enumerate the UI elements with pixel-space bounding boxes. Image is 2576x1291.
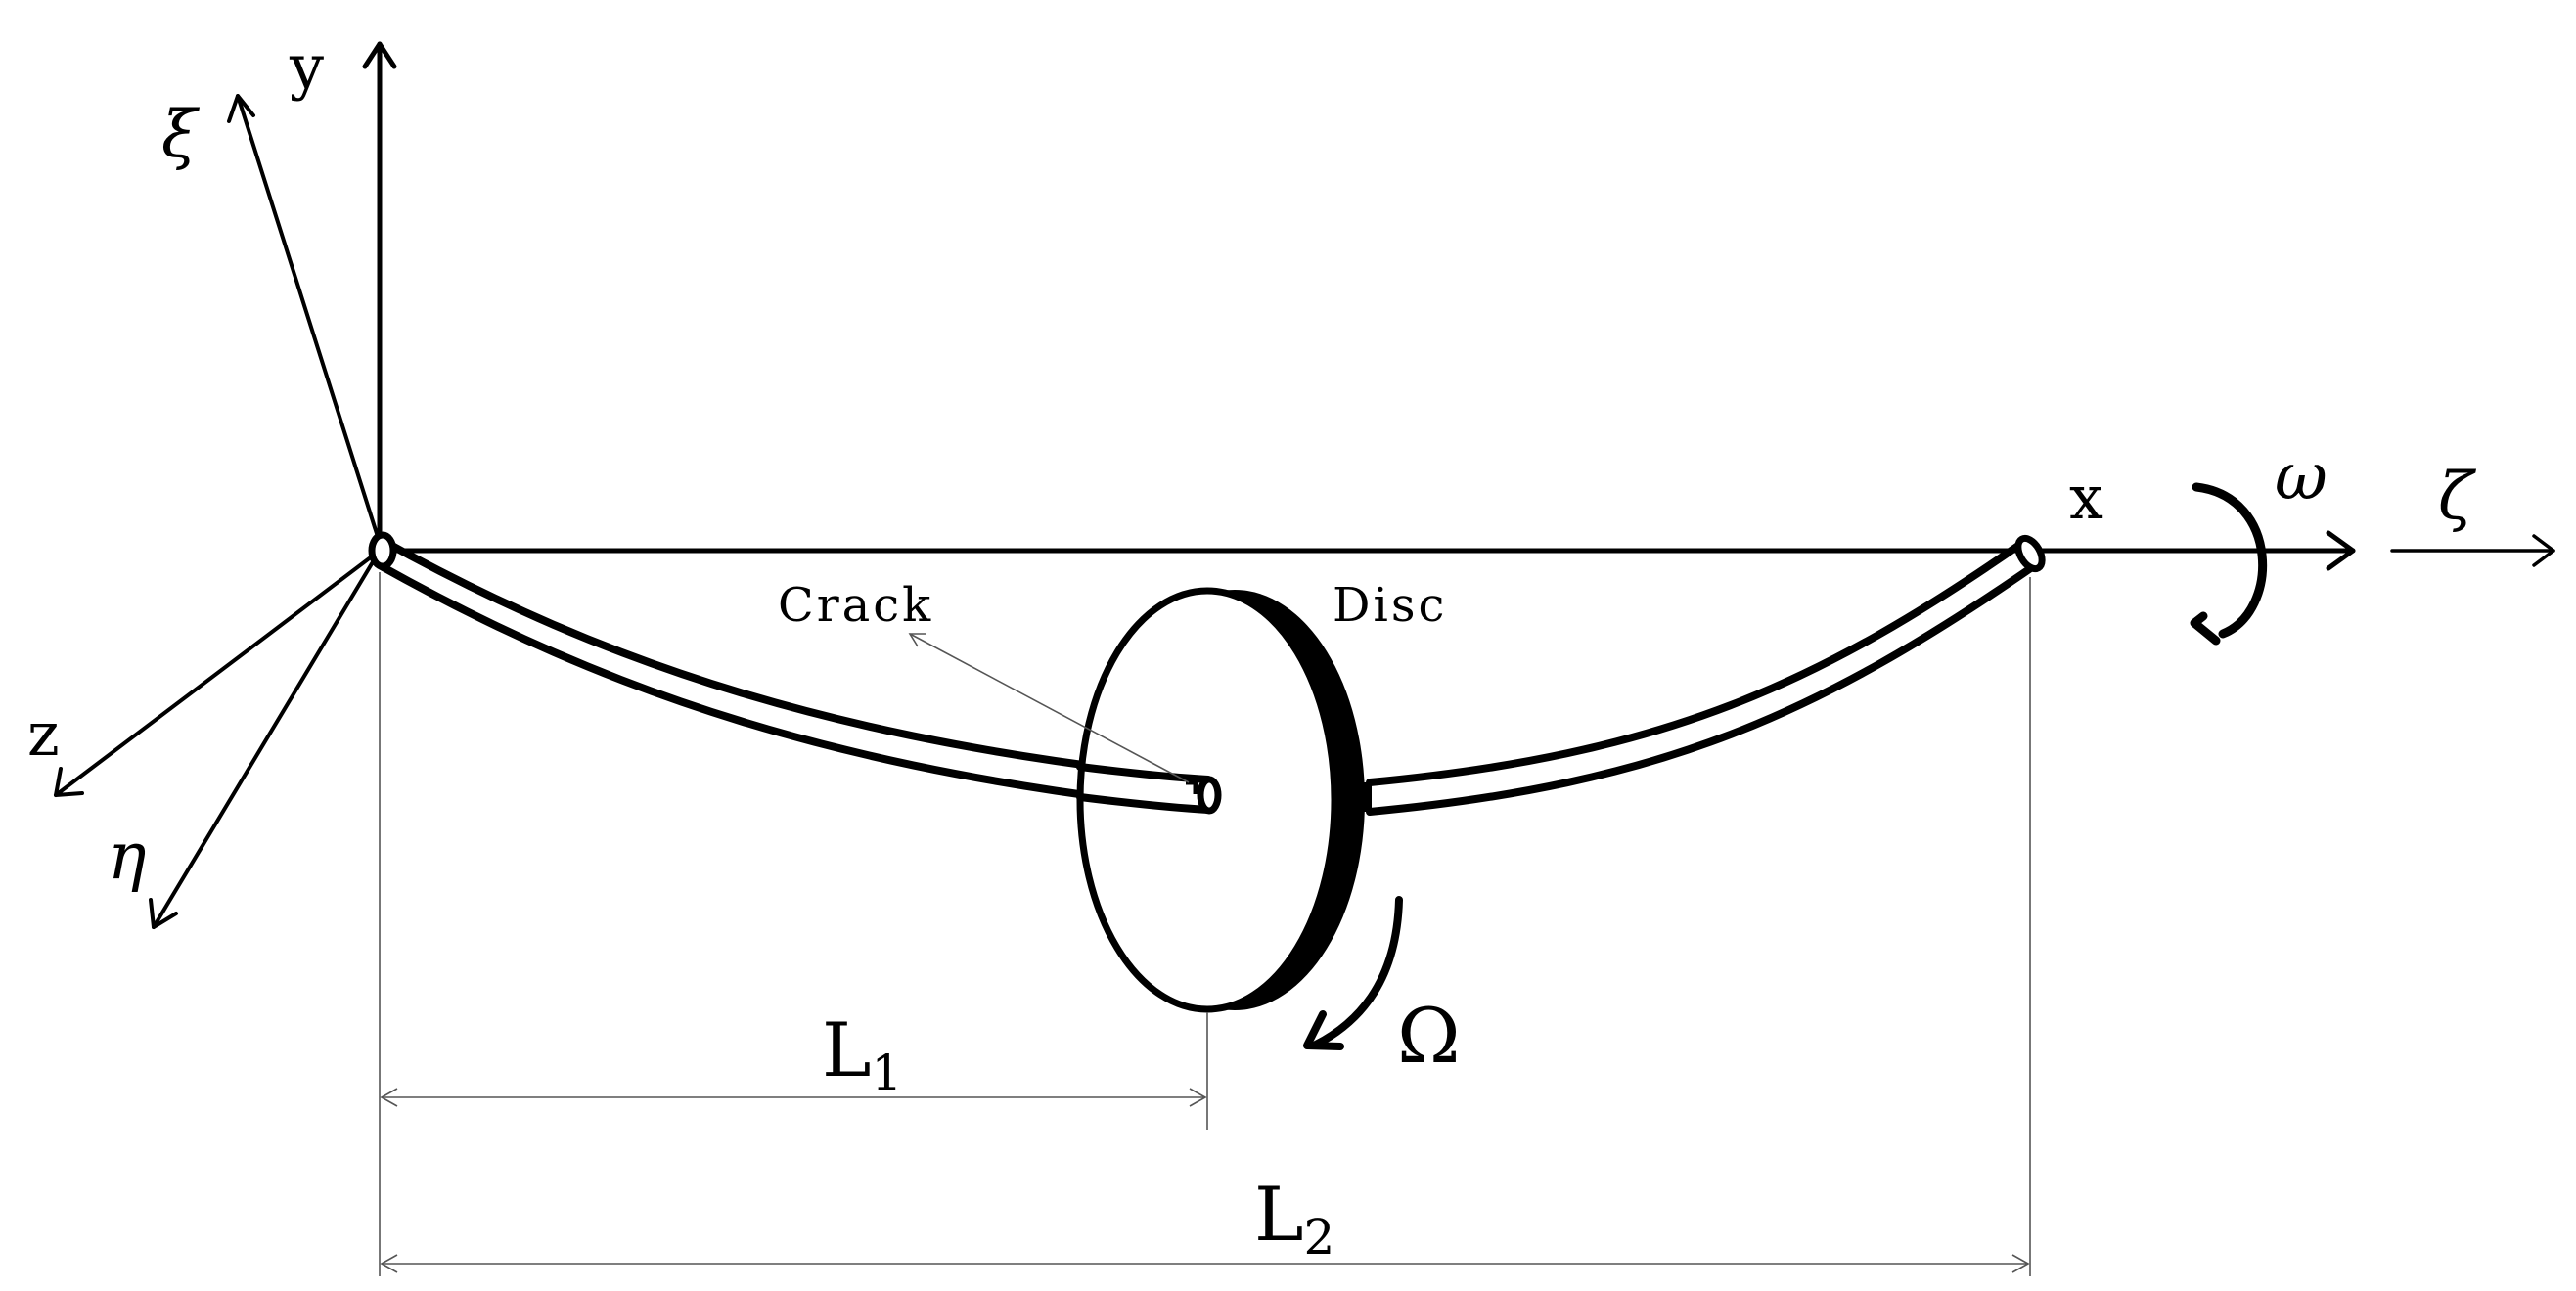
deflected-shaft bbox=[368, 531, 2046, 816]
xi-axis-arrowhead bbox=[227, 94, 255, 123]
L2-right-arrowhead bbox=[2011, 1254, 2030, 1273]
shaft-left-top-edge bbox=[376, 535, 1212, 783]
left-support-end bbox=[368, 531, 397, 570]
disc-label: Disc bbox=[1333, 578, 1447, 633]
shaft-left-top-over-face bbox=[1076, 763, 1212, 783]
xi-axis-label: ξ bbox=[161, 97, 201, 172]
eta-axis bbox=[152, 549, 382, 929]
crack-mark bbox=[1186, 779, 1198, 794]
x-axis-arrowhead bbox=[2326, 530, 2356, 571]
shaft-right-bottom-edge bbox=[1366, 561, 2039, 816]
L2-label: L2 bbox=[1254, 1171, 1334, 1266]
L2-label-subscript: 2 bbox=[1303, 1209, 1334, 1266]
disc-hub bbox=[1197, 776, 1222, 815]
crack-label: Crack bbox=[778, 578, 933, 633]
x-axis-label: x bbox=[2069, 462, 2103, 533]
eta-axis-label: η bbox=[108, 819, 147, 894]
L1-label: L1 bbox=[822, 1006, 902, 1101]
zeta-axis-arrowhead bbox=[2532, 534, 2555, 567]
omega-arrowhead bbox=[2190, 611, 2221, 646]
Omega-label: Ω bbox=[1397, 993, 1461, 1081]
shaft-stub bbox=[1362, 782, 1372, 812]
L2-label-main: L bbox=[1254, 1171, 1303, 1258]
y-axis-arrowhead bbox=[362, 41, 397, 69]
whirl-rotation-arrow bbox=[2190, 482, 2268, 646]
y-axis-label: y bbox=[289, 31, 324, 103]
right-support-end bbox=[2014, 534, 2046, 573]
Omega-arrowhead bbox=[1303, 1010, 1344, 1050]
L1-right-arrowhead bbox=[1189, 1088, 1207, 1107]
omega-arc bbox=[2192, 482, 2268, 639]
L1-label-main: L bbox=[822, 1006, 871, 1093]
L1-label-subscript: 1 bbox=[871, 1045, 902, 1101]
L1-left-arrowhead bbox=[380, 1088, 398, 1107]
disc bbox=[1076, 587, 1372, 1013]
z-axis-arrowhead bbox=[54, 767, 84, 797]
z-axis bbox=[54, 549, 382, 797]
shaft-left-bottom-edge bbox=[376, 561, 1212, 814]
shaft-left-bottom-over-face bbox=[1076, 793, 1212, 814]
omega-label: ω bbox=[2275, 439, 2327, 514]
xi-axis bbox=[236, 94, 382, 545]
dimension-lines bbox=[379, 572, 2031, 1276]
zeta-axis-label: ζ bbox=[2438, 459, 2477, 534]
eta-axis-arrowhead bbox=[149, 898, 178, 929]
L2-left-arrowhead bbox=[380, 1254, 398, 1273]
crack-leader-arrowhead bbox=[908, 633, 926, 647]
Omega-arc bbox=[1312, 896, 1403, 1048]
shaft-right-top-edge bbox=[1366, 537, 2029, 786]
z-axis-label: z bbox=[27, 698, 60, 770]
crack-leader-line bbox=[909, 633, 1190, 783]
spin-rotation-arrow bbox=[1303, 896, 1403, 1050]
